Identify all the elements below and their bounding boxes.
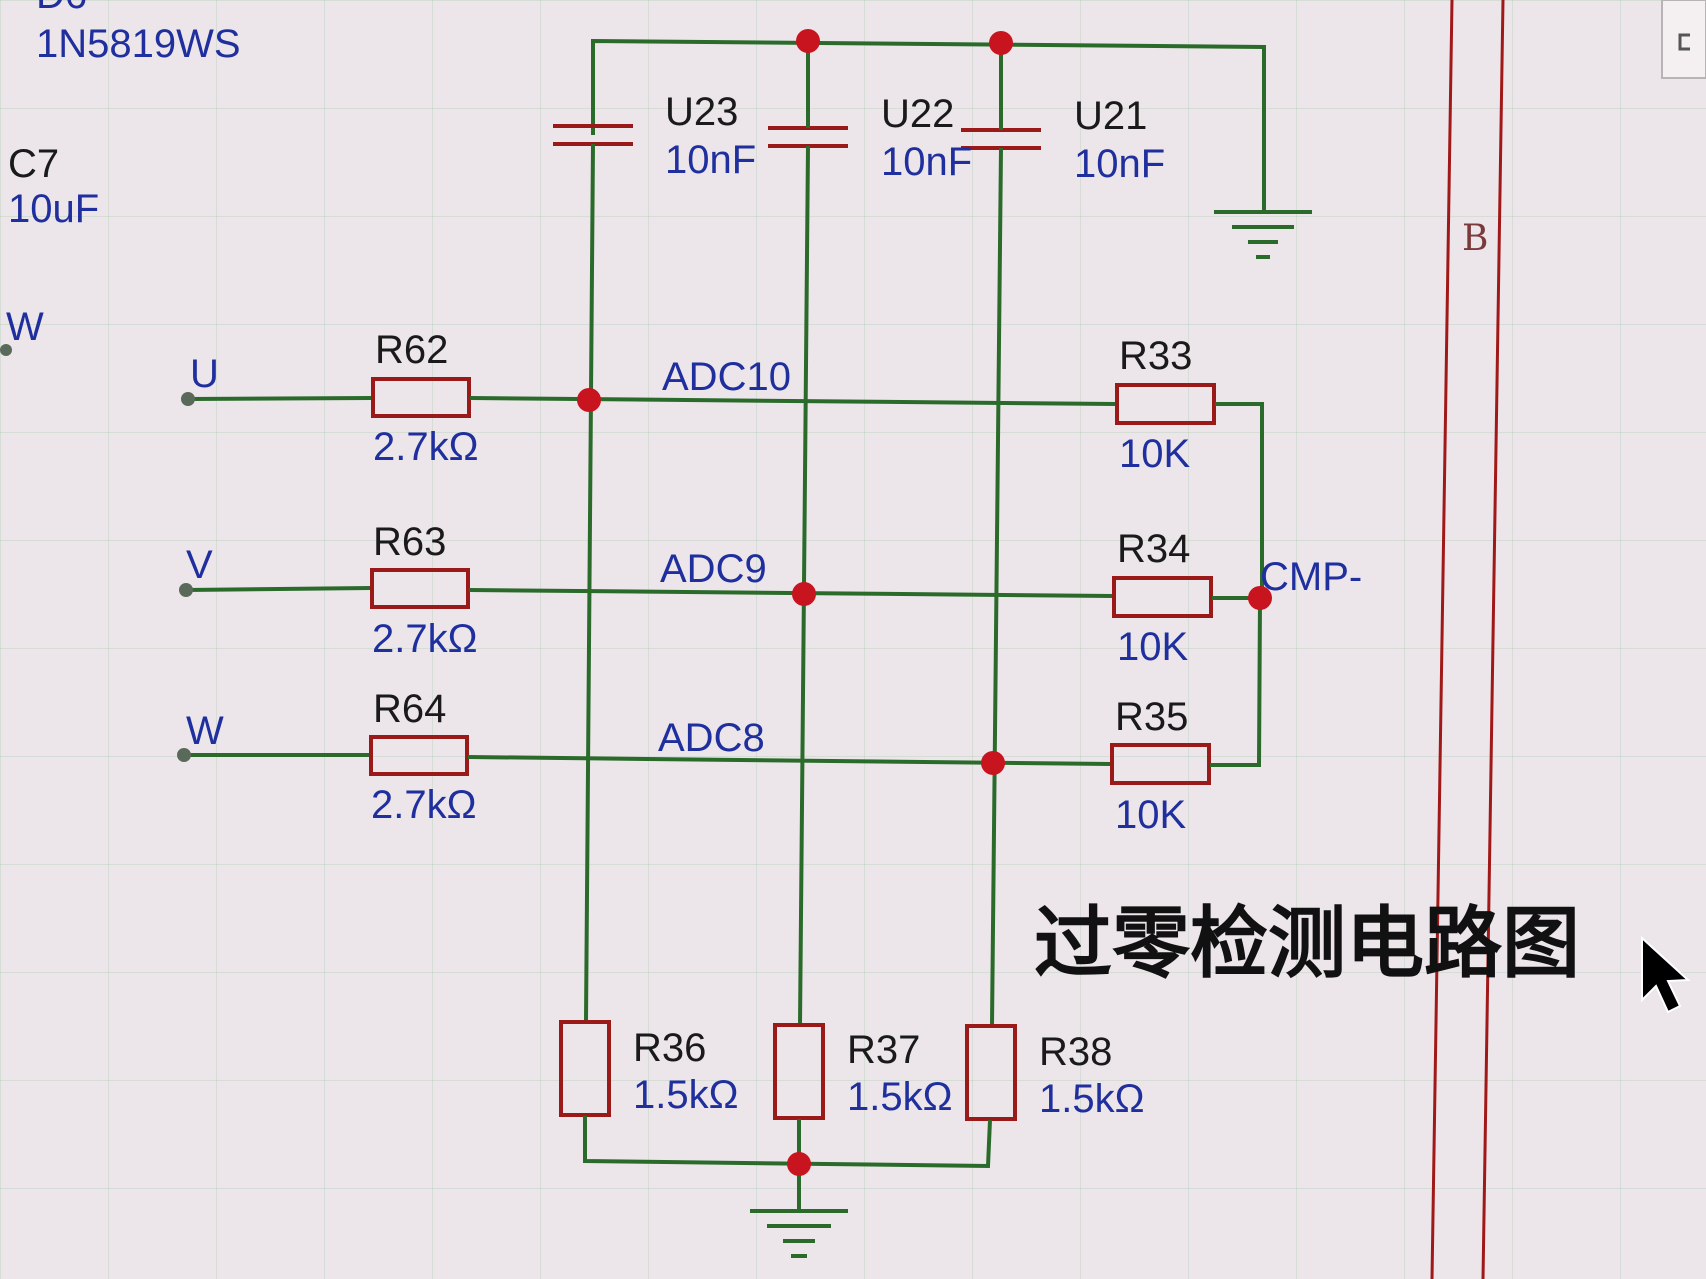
resistor-r34[interactable] <box>1112 576 1213 618</box>
r35-value: 10K <box>1115 793 1186 837</box>
net-u: U <box>190 352 219 396</box>
top-rail <box>591 38 1266 210</box>
junction-adc10 <box>577 388 601 412</box>
corner-widget-icon <box>1678 33 1690 51</box>
r34-value: 10K <box>1117 625 1188 669</box>
r37-value: 1.5kΩ <box>847 1075 953 1119</box>
resistor-r33[interactable] <box>1115 383 1216 425</box>
cap-u21-ref: U21 <box>1074 94 1147 138</box>
diode-value: 1N5819WS <box>36 22 241 66</box>
r64-value: 2.7kΩ <box>371 783 477 827</box>
junction-adc8 <box>981 751 1005 775</box>
r38-ref: R38 <box>1039 1030 1112 1074</box>
junction-top-2 <box>989 31 1013 55</box>
cap-c7-value: 10uF <box>8 187 99 231</box>
r36-ref: R36 <box>633 1026 706 1070</box>
r62-value: 2.7kΩ <box>373 425 479 469</box>
row-v-right-wire <box>468 588 1114 598</box>
junction-adc9 <box>792 582 816 606</box>
bottom-rail <box>583 1116 992 1169</box>
row-w-right-wire <box>467 755 1112 766</box>
ground-symbol-bottom <box>750 1209 848 1258</box>
r63-value: 2.7kΩ <box>372 617 478 661</box>
r38-value: 1.5kΩ <box>1039 1077 1145 1121</box>
cap-u22-ref: U22 <box>881 92 954 136</box>
cap-u23-value: 10nF <box>665 138 756 182</box>
resistor-r36[interactable] <box>559 1020 611 1117</box>
r35-ref: R35 <box>1115 695 1188 739</box>
diode-ref: D6 <box>36 0 87 17</box>
resistor-r38[interactable] <box>965 1024 1017 1121</box>
resistor-r63[interactable] <box>370 568 470 609</box>
sheet-border-inner <box>1430 0 1454 1279</box>
row-u-left-wire <box>187 396 373 401</box>
ground-symbol-top <box>1214 210 1312 259</box>
cap-u23-ref: U23 <box>665 90 738 134</box>
pin-w[interactable] <box>177 748 191 762</box>
capacitor-u21[interactable] <box>961 128 1041 150</box>
column-1-wire <box>584 143 595 1021</box>
net-v: V <box>186 543 213 587</box>
cap-u21-value: 10nF <box>1074 142 1165 186</box>
net-adc10: ADC10 <box>662 355 791 399</box>
net-adc8: ADC8 <box>658 716 765 760</box>
resistor-r37[interactable] <box>773 1023 825 1120</box>
row-u-cmp-wire <box>1215 402 1264 598</box>
r34-ref: R34 <box>1117 527 1190 571</box>
junction-bottom <box>787 1152 811 1176</box>
resistor-r35[interactable] <box>1110 743 1211 785</box>
sheet-border-outer <box>1481 0 1505 1279</box>
capacitor-u22[interactable] <box>768 126 848 148</box>
net-w: W <box>186 709 224 753</box>
net-cmp: CMP- <box>1260 555 1362 599</box>
mouse-cursor-icon <box>1641 935 1691 1014</box>
r37-ref: R37 <box>847 1028 920 1072</box>
cap-u22-value: 10nF <box>881 140 972 184</box>
resistor-r62[interactable] <box>371 377 471 418</box>
r63-ref: R63 <box>373 520 446 564</box>
pin-w-left[interactable] <box>0 344 12 356</box>
zone-label: B <box>1462 218 1488 259</box>
column-3-wire <box>990 147 1003 1026</box>
row-v-left-wire <box>185 586 372 592</box>
r36-value: 1.5kΩ <box>633 1073 739 1117</box>
junction-top-1 <box>796 29 820 53</box>
r62-ref: R62 <box>375 328 448 372</box>
pin-v[interactable] <box>179 583 193 597</box>
corner-widget[interactable] <box>1661 0 1706 79</box>
r64-ref: R64 <box>373 687 446 731</box>
net-adc9: ADC9 <box>660 547 767 591</box>
net-w-left: W <box>6 305 44 349</box>
cap-c7-ref: C7 <box>8 142 59 186</box>
diagram-caption: 过零检测电路图 <box>1034 899 1580 989</box>
r33-value: 10K <box>1119 432 1190 476</box>
pin-u[interactable] <box>181 392 195 406</box>
row-w-cmp-wire <box>1210 597 1262 767</box>
junction-cmp <box>1248 586 1272 610</box>
resistor-r64[interactable] <box>369 735 469 776</box>
r33-ref: R33 <box>1119 334 1192 378</box>
row-u-right-wire <box>469 396 1117 406</box>
